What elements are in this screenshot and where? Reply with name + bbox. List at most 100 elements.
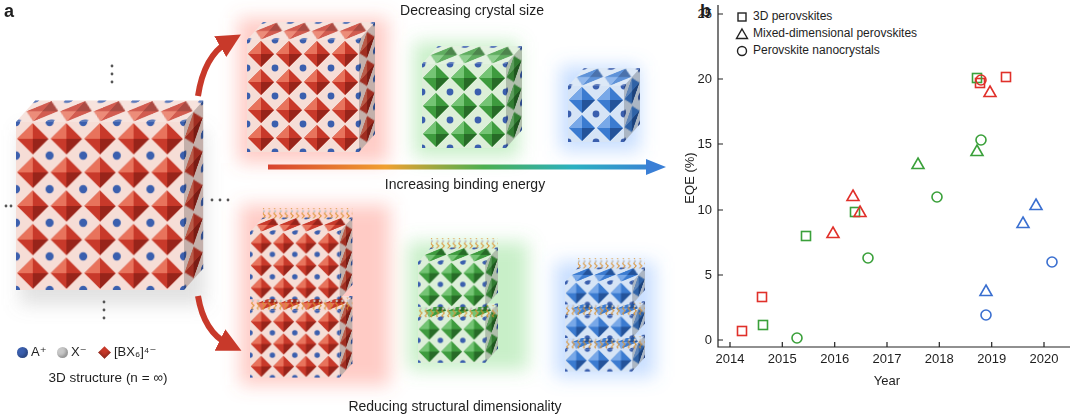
organic-spacer [418,305,498,318]
slab-side-shade [340,218,353,300]
tick-label: 2018 [925,352,954,366]
glow [560,66,640,151]
slab-side [485,248,498,307]
tick-label: 2014 [716,352,745,366]
organic-spacer [263,208,353,218]
legend-triangle [737,29,748,39]
organic-spacer [578,258,645,268]
cube-front [422,64,506,148]
cube-top-shade [16,100,203,122]
slab-top [250,218,352,232]
legend-text: Perovskite nanocrystals [753,44,880,57]
cube-front [247,40,359,152]
tick-label: 5 [705,268,712,282]
inorganic-slab [250,296,352,378]
slab-side [340,218,353,300]
x-ticks [730,342,1044,347]
cube-side [506,46,522,148]
cube-top [16,100,203,122]
structure-caption: 3D structure (n = ∞) [49,371,168,386]
slab-top [565,268,645,282]
slab-side [485,248,498,307]
organic-spacer [565,336,645,349]
circle-marker [976,75,986,85]
legend-text: A⁺ [31,345,47,359]
glow [240,205,390,385]
tick-label: 20 [698,72,712,86]
cube-side [624,68,640,142]
inorganic-slab [565,268,645,305]
cube-side-shade [506,46,522,148]
y-ticks [718,14,723,340]
legend-swatch [57,347,68,358]
layered-perovskite [418,238,498,363]
legend-circle [738,47,747,56]
legend-swatch [17,347,28,358]
slab-front [250,232,340,299]
cube-side [624,68,640,142]
curved-arrow [198,296,228,344]
cube-side [359,22,375,152]
chart-axes [718,5,1070,347]
cube-side [184,100,203,290]
tick-label: 25 [698,7,712,21]
slab-side-shade [485,248,498,307]
tick-label: 15 [698,137,712,151]
cube-side-shade [359,22,375,152]
glow [238,18,388,163]
cube-side [506,46,522,148]
triangle-marker [912,145,983,169]
legend-swatch [98,346,111,359]
cube-top-shade [247,22,375,40]
slab-front [565,282,632,304]
square-marker [738,73,1011,336]
slab-front [250,310,340,377]
continuation-dots [5,65,230,320]
legend-text: X⁻ [71,345,87,359]
slab-front [418,318,485,363]
slab-side [632,268,645,305]
square-marker [759,74,982,330]
perovskite-cube [16,100,203,290]
glow [555,262,655,377]
axis-title: Year [874,374,900,388]
tick-label: 2016 [820,352,849,366]
organic-spacer [431,238,498,248]
data-points [738,73,1058,344]
row-caption: Decreasing crystal size [400,3,544,18]
curved-arrow [198,42,228,96]
tick-label: 2020 [1030,352,1059,366]
cube-top [422,46,522,64]
triangle-marker [980,199,1042,296]
legend-text: [BX₆]⁴⁻ [114,345,156,359]
cube-side-shade [624,68,640,142]
axis-title: EQE (%) [683,152,697,203]
glow [408,242,528,370]
cube-side [184,100,203,290]
inorganic-slab [250,218,352,300]
tick-label: 2015 [768,352,797,366]
nanocrystal-cube [422,46,522,148]
slab-front [565,316,632,338]
slab-side [632,268,645,305]
nanocrystal-cube [568,68,640,142]
legend-markers [737,13,748,56]
gradient-arrow [268,165,648,170]
arrow-head [646,159,666,175]
layered-perovskite [565,258,645,372]
inorganic-slab [418,304,498,363]
layered-perovskite [250,208,352,378]
inorganic-slab [565,335,645,372]
panel-letter: a [4,2,14,22]
organic-spacer [250,298,352,311]
slab-front [418,262,485,307]
cube-front [568,86,624,142]
slab-top [418,248,498,262]
slab-side [340,218,353,300]
cube-top-shade [422,46,522,64]
inorganic-slab [418,248,498,307]
axis-line [718,5,1070,347]
slab-side-shade [632,268,645,305]
